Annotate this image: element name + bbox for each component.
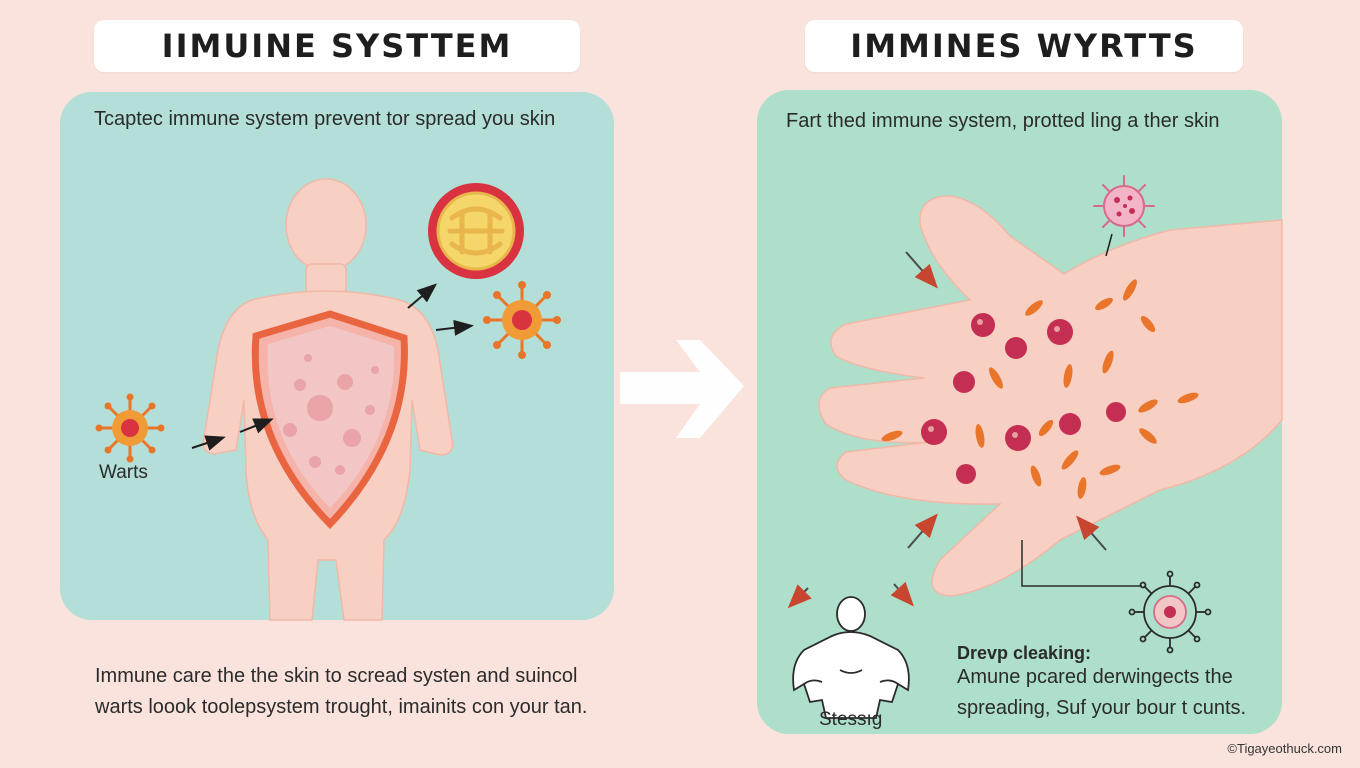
right-panel-subtitle: Fart thed immune system, protted ling a … bbox=[786, 110, 1220, 132]
virus-icon bbox=[1093, 175, 1155, 257]
shield-icon bbox=[251, 310, 408, 530]
left-caption-line: warts loook toolepsystem trought, imaini… bbox=[95, 696, 588, 718]
left-panel-subtitle: Tcaptec immune system prevent tor spread… bbox=[94, 108, 556, 130]
stressed-person-icon bbox=[792, 596, 910, 719]
virus-particles bbox=[881, 279, 1199, 499]
callout-line: Amune pcared derwingects the bbox=[957, 666, 1233, 688]
callout-line: spreading, Suf your bour t cunts. bbox=[957, 697, 1247, 719]
left-caption-line: Immune care the the skin to scread syste… bbox=[95, 665, 578, 687]
stress-label: Stessıg bbox=[819, 709, 883, 730]
copyright-notice: ©Tigayeothuck.com bbox=[1227, 741, 1342, 756]
arrow-right-icon bbox=[620, 340, 744, 438]
left-title: IIMUINE SYSTTEM bbox=[94, 20, 580, 72]
right-title: IMMINES WYRTTS bbox=[805, 20, 1243, 72]
leader-line bbox=[1021, 540, 1142, 587]
callout-heading: Drevp cleaking: bbox=[957, 643, 1092, 663]
virus-icon bbox=[483, 281, 561, 359]
hand-illustration bbox=[818, 195, 1283, 597]
wart-spots bbox=[921, 313, 1126, 484]
arrow-right-icon bbox=[191, 283, 474, 451]
pill-icon bbox=[428, 183, 524, 279]
left-caption: Immune care the the skin to scread syste… bbox=[95, 661, 587, 723]
right-title-text: IMMINES WYRTTS bbox=[850, 27, 1198, 65]
left-title-text: IIMUINE SYSTTEM bbox=[161, 27, 513, 65]
callout-text: Amune pcared derwingects the spreading, … bbox=[957, 662, 1246, 724]
virus-icon bbox=[1128, 570, 1212, 654]
warts-label: Warts bbox=[99, 462, 148, 483]
virus-icon bbox=[95, 393, 165, 463]
arrow-right-icon bbox=[787, 251, 1107, 609]
